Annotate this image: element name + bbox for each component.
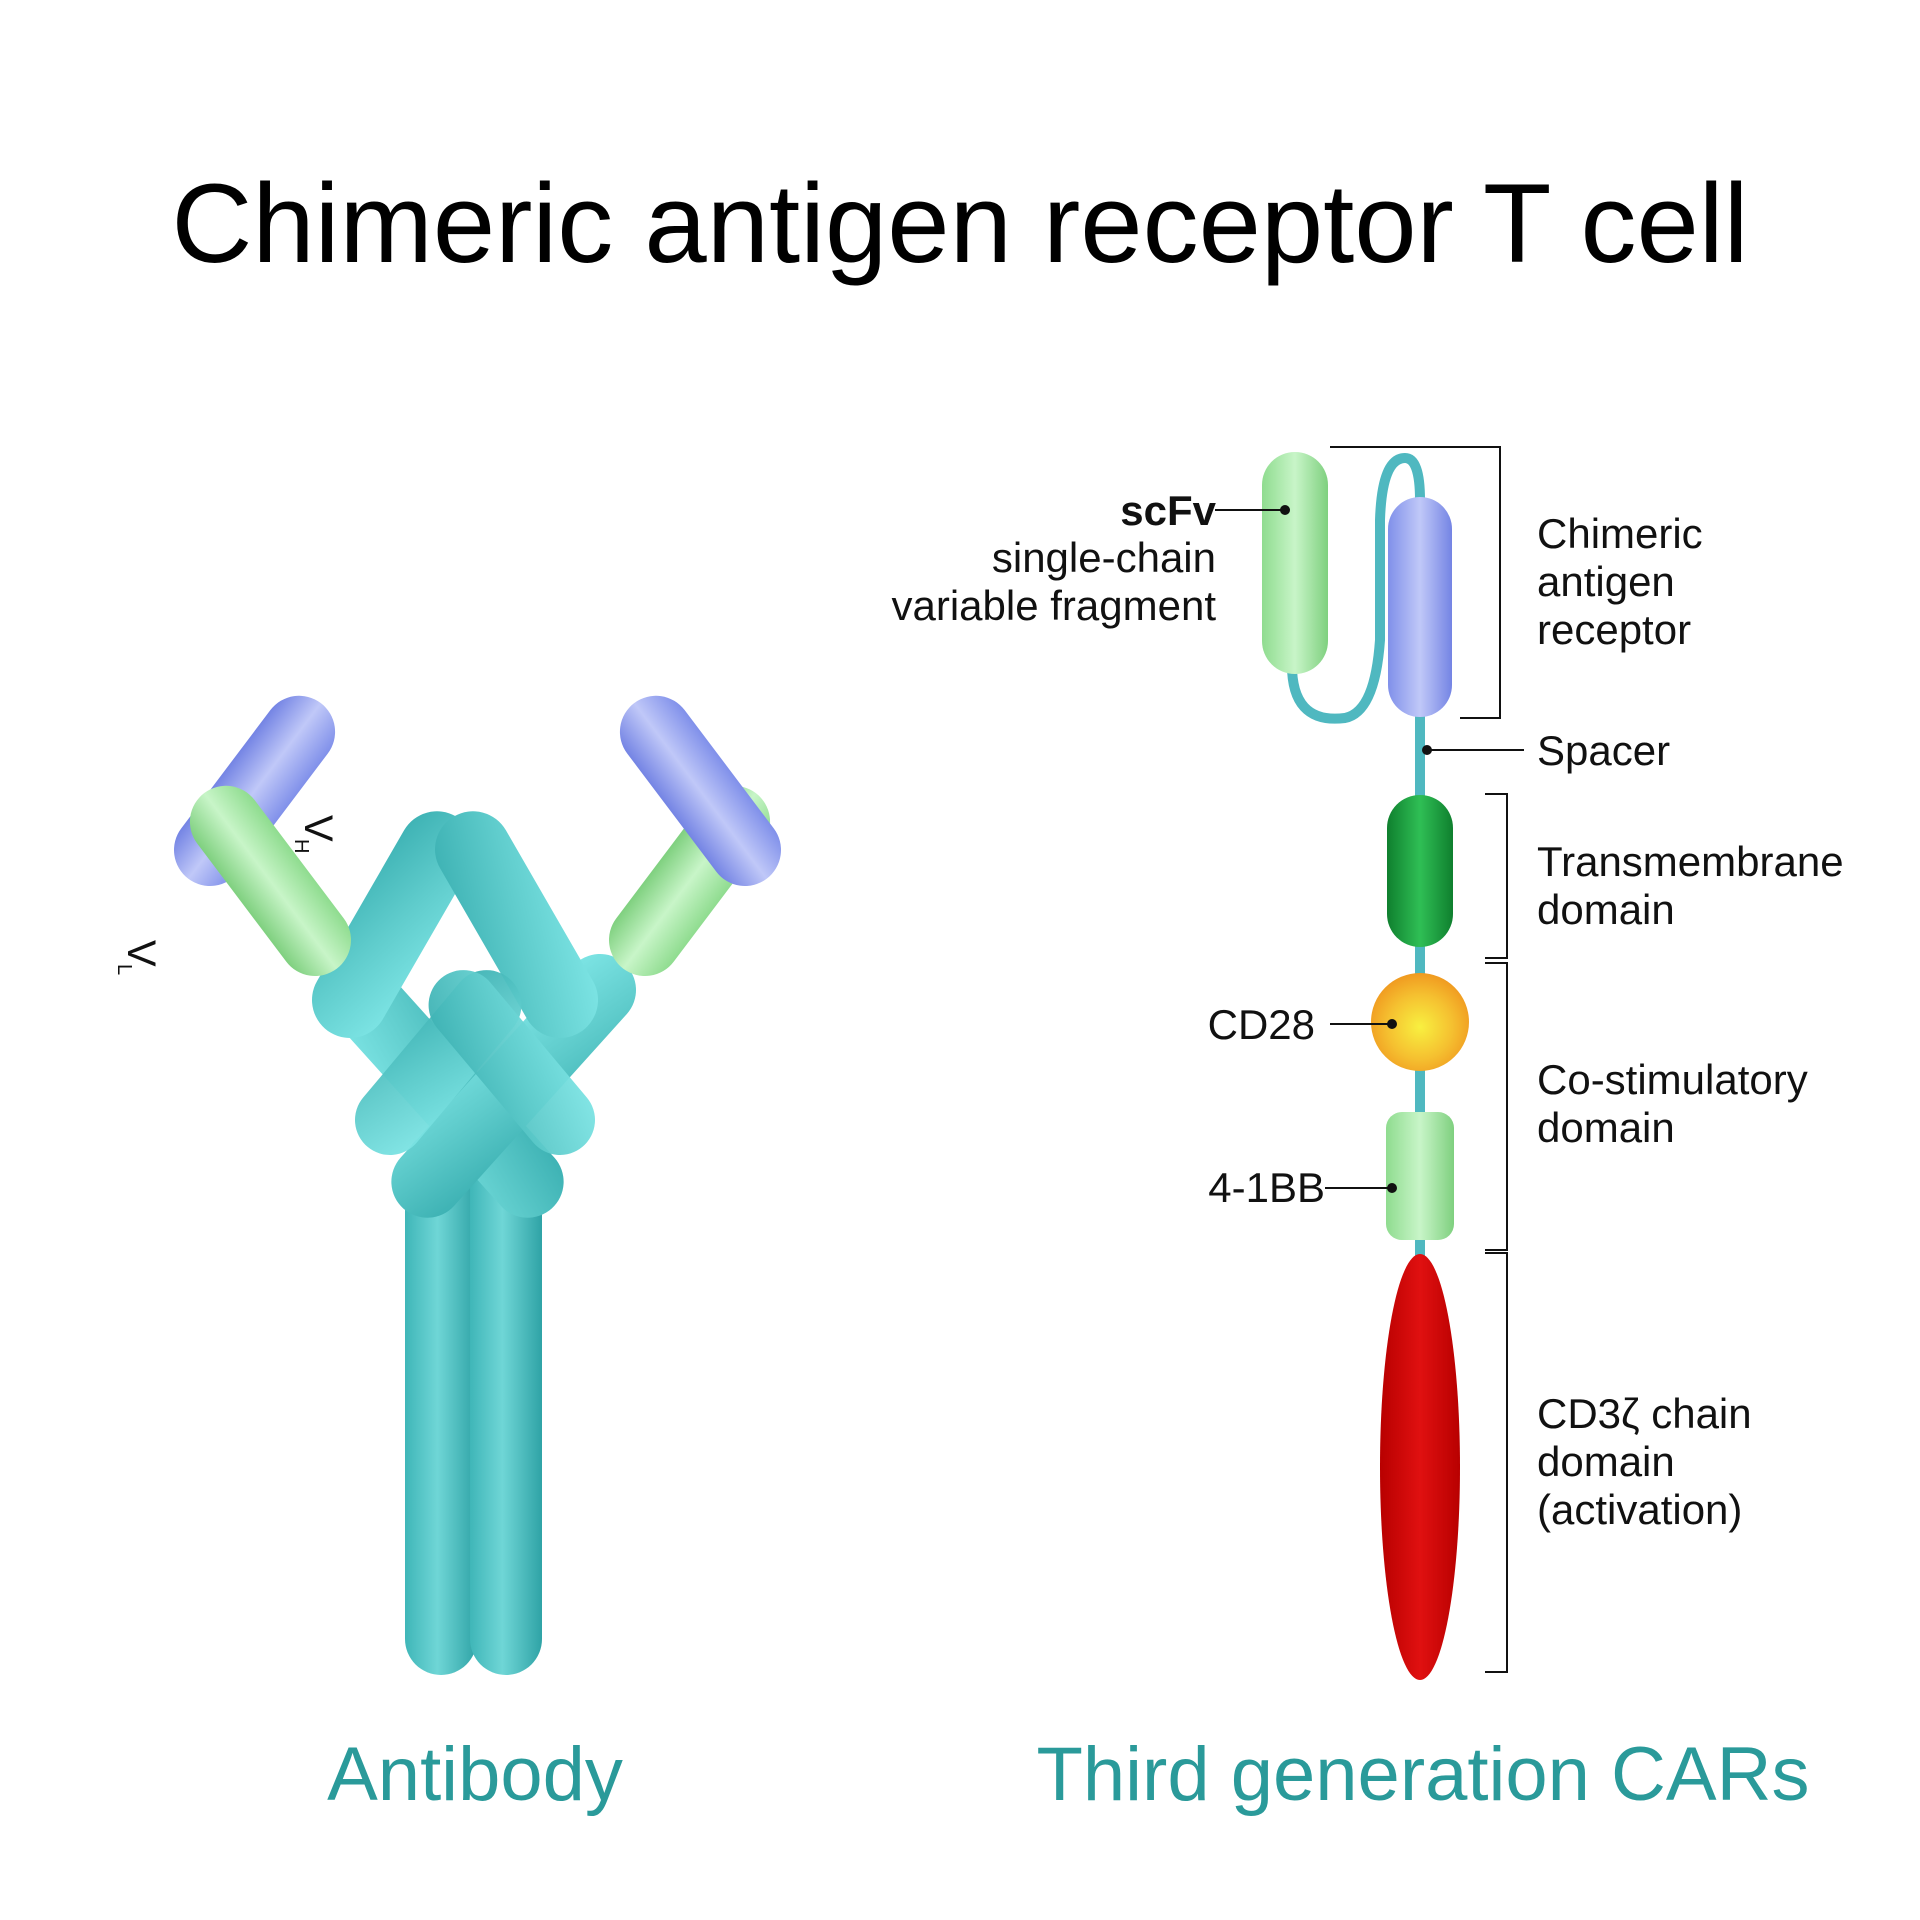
4-1bb-label: 4-1BB	[1208, 1164, 1325, 1211]
antibody-vh-domain-left	[189, 785, 351, 976]
vl-label-main: V	[119, 940, 163, 967]
vh-label-main: V	[296, 815, 340, 842]
region-chimeric-line1: Chimeric	[1537, 510, 1703, 557]
bracket-transmembrane	[1485, 793, 1508, 959]
scfv-desc-line2: variable fragment	[892, 582, 1217, 629]
antibody-heavy-chain-left-stem	[405, 1130, 477, 1675]
scfv-vl-domain	[1388, 497, 1452, 717]
4-1bb-domain	[1386, 1112, 1454, 1240]
antibody-heavy-arm-right	[435, 811, 598, 1038]
antibody-heavy-arm-left	[312, 811, 475, 1038]
vh-label: V H	[290, 815, 340, 853]
vh-label-sub: H	[290, 839, 312, 853]
bracket-cd3-chain	[1485, 1252, 1508, 1673]
region-cd3-line2: domain	[1537, 1438, 1675, 1485]
cd28-domain	[1371, 973, 1469, 1071]
cd28-label: CD28	[1208, 1001, 1315, 1048]
cd28-leader-dot	[1387, 1019, 1397, 1029]
region-transmembrane-line1: Transmembrane	[1537, 838, 1844, 885]
region-transmembrane-line2: domain	[1537, 886, 1675, 933]
4-1bb-leader-dot	[1387, 1183, 1397, 1193]
antibody-light-constant-right	[428, 970, 595, 1155]
car-illustration: scFv single-chain variable fragment CD28…	[892, 446, 1844, 1817]
transmembrane-domain	[1387, 795, 1453, 947]
vl-label-sub: L	[113, 964, 135, 975]
antibody-illustration: V H V L Antibody	[113, 695, 781, 1817]
scfv-vh-domain	[1262, 452, 1328, 674]
bracket-chimeric-antigen-receptor	[1330, 446, 1501, 719]
scfv-leader-dot	[1280, 505, 1290, 515]
car-caption: Third generation CARs	[1036, 1732, 1809, 1817]
region-spacer: Spacer	[1537, 727, 1670, 774]
spacer-leader-dot	[1422, 745, 1432, 755]
region-cd3-line1: CD3ζ chain	[1537, 1390, 1752, 1437]
scfv-label: scFv	[1120, 487, 1216, 534]
cd3-zeta-domain	[1380, 1254, 1460, 1680]
region-cd3-line3: (activation)	[1537, 1486, 1742, 1533]
bracket-costimulatory	[1485, 962, 1508, 1251]
vl-label: V L	[113, 940, 163, 975]
scfv-linker-loop	[1286, 452, 1425, 724]
page-title: Chimeric antigen receptor T cell	[171, 161, 1748, 286]
region-costim-line1: Co-stimulatory	[1537, 1056, 1808, 1103]
region-chimeric-line2: antigen	[1537, 558, 1675, 605]
region-costim-line2: domain	[1537, 1104, 1675, 1151]
region-chimeric-line3: receptor	[1537, 606, 1691, 653]
antibody-caption: Antibody	[327, 1732, 623, 1817]
antibody-heavy-chain-right-stem	[470, 1130, 542, 1675]
antibody-vl-domain-right	[619, 695, 781, 886]
scfv-desc-line1: single-chain	[992, 534, 1216, 581]
